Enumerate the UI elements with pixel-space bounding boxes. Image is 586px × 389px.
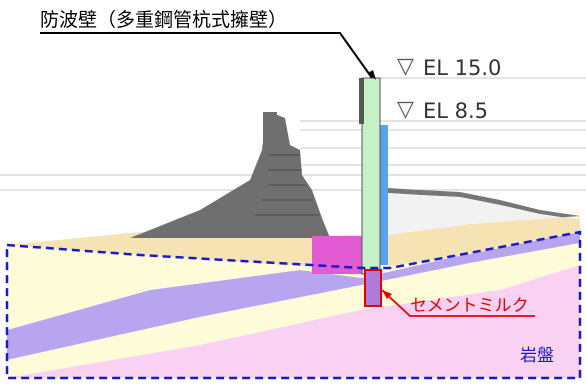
bedrock-border [5, 230, 582, 380]
sand-layer [7, 232, 362, 266]
wall-green-body [361, 77, 381, 275]
sand-layer-right [388, 216, 580, 266]
el-high-marker-icon: ▽ [397, 54, 414, 79]
el-high-label: EL 15.0 [423, 56, 501, 80]
wall-callout-arrowhead [368, 70, 376, 80]
bedrock-label: 岩盤 [520, 346, 554, 366]
breakwater-body [130, 112, 330, 238]
cement-callout-arrowhead [382, 290, 392, 299]
revetment-slope [388, 188, 580, 220]
cement-milk-region [364, 269, 382, 307]
el-low-label: EL 8.5 [423, 99, 488, 123]
mid-pale-layer [7, 245, 362, 278]
breakwater-cap [263, 112, 277, 152]
el-low-marker-icon: ▽ [397, 97, 414, 122]
wall-callout-line [40, 32, 373, 79]
magenta-ground-improvement [312, 236, 362, 274]
wall-dark-cap [359, 78, 364, 124]
revetment-fill [388, 193, 580, 235]
bedrock-layer [7, 265, 580, 378]
breakwater-steps [255, 154, 320, 216]
wall-title: 防波壁（多重鋼管杭式擁壁） [40, 9, 287, 31]
cement-callout-line [381, 289, 535, 317]
wall-blue-face [380, 125, 388, 265]
cement-milk-label: セメントミルク [410, 296, 529, 316]
